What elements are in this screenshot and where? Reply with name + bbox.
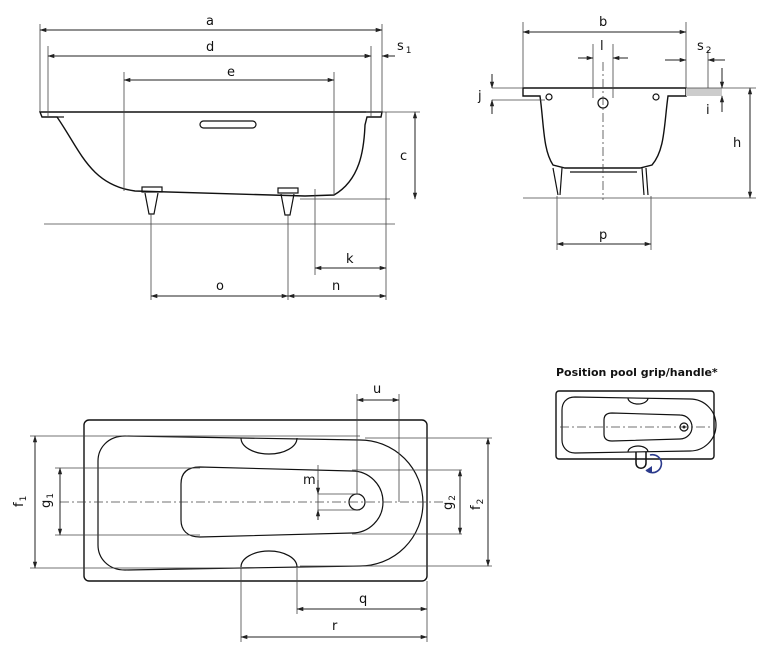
side-view-handle [199,120,257,129]
side-view-tub-outline [38,111,383,197]
dim-label-u: u [373,382,381,397]
plan-view-grip-bottom [240,550,298,568]
side-view-foot-left [141,186,163,215]
dim-label-k: k [346,252,354,267]
dim-label-l: l [600,39,604,54]
dim-label-d: d [206,40,214,55]
dim-label-a: a [206,14,214,29]
grip-position-inset: Position pool grip/handle* [555,366,718,474]
grip-handle-icon [635,452,663,474]
dim-label-f1: f1 [12,496,29,507]
plan-view-floor [180,466,384,538]
dim-label-p: p [599,228,607,243]
dim-label-n: n [332,279,340,294]
plan-view-basin [97,435,424,571]
dim-label-g1: g1 [39,493,56,508]
inset-tub-rim [555,390,715,460]
dim-label-q: q [359,592,367,607]
dim-label-i: i [706,103,710,118]
dim-label-g2: g2 [441,495,458,510]
side-view-foot-right [277,187,299,216]
end-view-tub-outline [522,87,687,169]
dim-label-o: o [216,279,224,294]
dim-label-h: h [733,136,741,151]
grip-position-caption: Position pool grip/handle* [556,366,718,379]
plan-view: u m f1 g1 g2 f2 q r [12,382,492,642]
plan-view-rim [83,419,428,582]
dim-label-r: r [332,619,338,634]
dim-label-j: j [477,89,482,104]
dim-label-c: c [400,149,407,164]
dim-label-m: m [303,473,316,488]
dim-label-b: b [599,15,607,30]
dim-label-f2: f2 [469,499,486,510]
plan-view-grip-top [240,437,298,455]
dim-label-e: e [227,65,235,80]
